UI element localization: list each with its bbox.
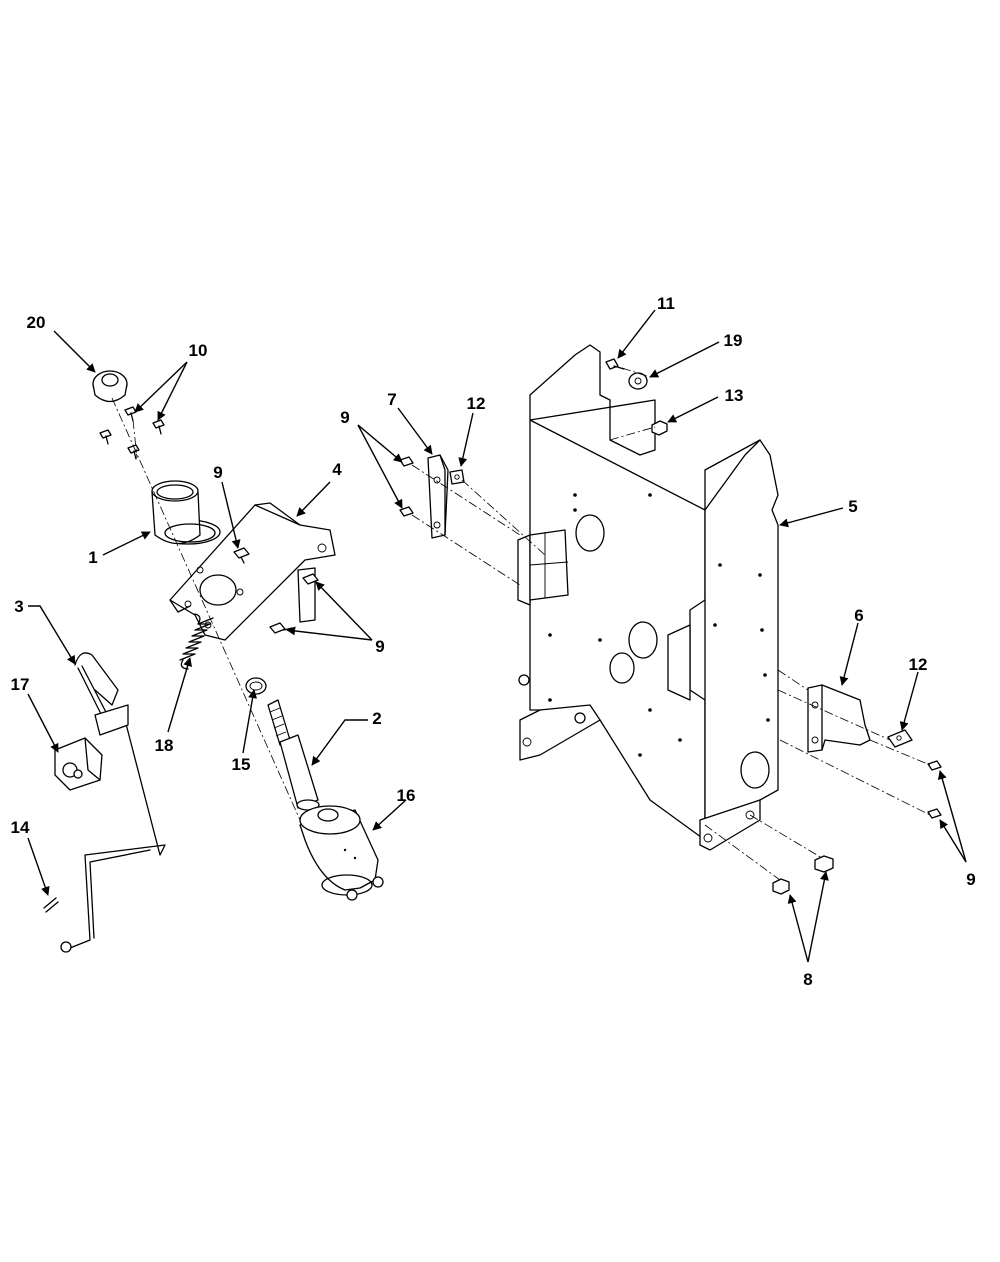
callout-4: 4 [332, 460, 342, 479]
main-frame-panel [517, 344, 779, 851]
callout-5: 5 [848, 497, 857, 516]
nut-part-13 [651, 420, 668, 436]
retaining-ring-part-15 [245, 677, 267, 695]
callout-18: 18 [155, 736, 174, 755]
linkage-rod-part-3 [60, 652, 166, 953]
callout-9-upper: 9 [340, 408, 349, 427]
cotter-pin-part-14 [43, 897, 59, 913]
callout-9-bracket: 9 [213, 463, 222, 482]
callout-9-lower: 9 [375, 637, 384, 656]
bushing-part-20 [92, 370, 128, 403]
screws-part-9 [233, 456, 942, 819]
screws-part-10 [99, 406, 165, 460]
bracket-part-6 [807, 684, 871, 753]
leader-lines [27, 309, 967, 963]
assembly-center-lines [111, 367, 931, 881]
callout-7: 7 [387, 390, 396, 409]
callout-11: 11 [657, 294, 675, 313]
callout-13: 13 [725, 386, 744, 405]
callout-20: 20 [27, 313, 46, 332]
bracket-part-7 [427, 454, 449, 539]
callout-12-lower: 12 [909, 655, 928, 674]
motor-part-16 [299, 805, 384, 901]
callout-17: 17 [11, 675, 30, 694]
callout-3: 3 [14, 597, 23, 616]
callout-1: 1 [88, 548, 97, 567]
callout-8: 8 [803, 970, 812, 989]
callout-numbers: 20 10 1 9 4 9 7 12 9 11 19 13 5 6 12 9 8… [11, 294, 976, 989]
steering-tube-part-1 [151, 480, 221, 545]
callout-10: 10 [189, 341, 208, 360]
steering-shaft-part-2 [267, 699, 320, 811]
callout-19: 19 [724, 331, 743, 350]
callout-16: 16 [397, 786, 416, 805]
washer-part-19 [628, 372, 648, 390]
bolt-part-11 [605, 358, 625, 370]
callout-6: 6 [854, 606, 863, 625]
callout-15: 15 [232, 755, 251, 774]
bolts-part-8 [772, 855, 834, 895]
steering-bracket-part-4 [169, 502, 336, 641]
callout-9-right: 9 [966, 870, 975, 889]
callout-2: 2 [372, 709, 381, 728]
pivot-bracket-part-17 [54, 737, 103, 791]
callout-12-upper: 12 [467, 394, 486, 413]
callout-14: 14 [11, 818, 30, 837]
